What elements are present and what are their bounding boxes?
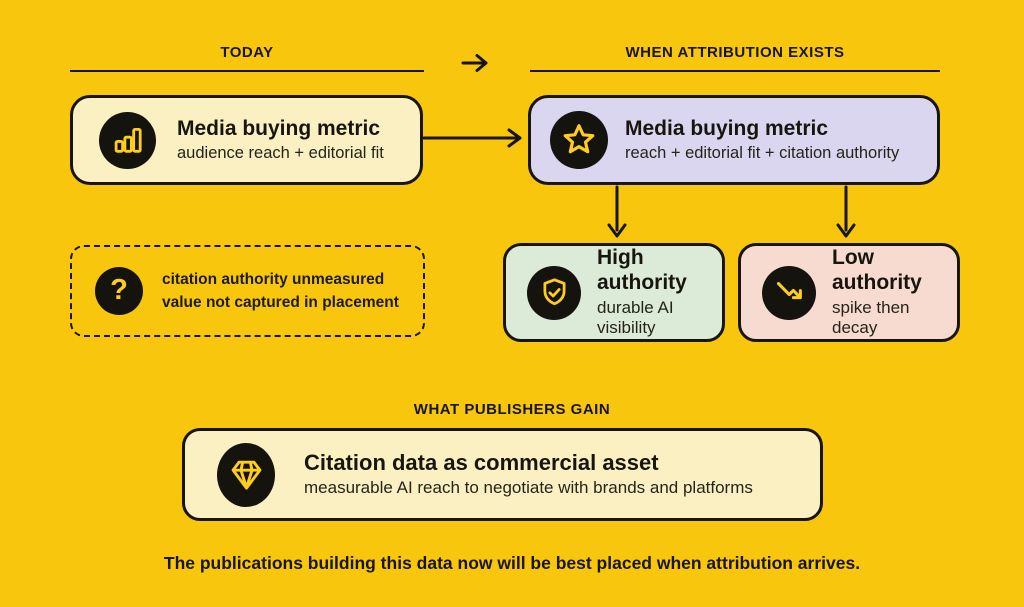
- card-title: Media buying metric: [625, 116, 829, 140]
- star-icon: [550, 111, 608, 169]
- card-subtitle: audience reach + editorial fit: [177, 143, 384, 162]
- card-subtitle: reach + editorial fit + citation authori…: [625, 143, 900, 162]
- unmeasured-line-1: citation authority unmeasured: [162, 270, 385, 288]
- question-mark-icon: ?: [95, 267, 143, 315]
- card-subtitle: measurable AI reach to negotiate with br…: [304, 478, 753, 498]
- card-title: Citation data as commercial asset: [304, 450, 659, 476]
- today-heading-rule: [70, 70, 424, 72]
- attribution-heading: WHEN ATTRIBUTION EXISTS: [625, 44, 845, 61]
- low-authority-card: Low authority spike then decay: [738, 243, 960, 342]
- arrow-media-to-media: [422, 128, 522, 148]
- bar-chart-icon: [99, 111, 156, 169]
- arrow-today-to-attribution: [461, 54, 488, 72]
- high-authority-card: High authority durable AI visibility: [503, 243, 725, 342]
- card-title: Low authority: [832, 246, 922, 294]
- unmeasured-line-2: value not captured in placement: [162, 294, 399, 311]
- today-heading: TODAY: [220, 44, 274, 61]
- diamond-icon: [217, 442, 275, 507]
- attribution-heading-rule: [530, 70, 940, 72]
- card-subtitle: durable AI visibility: [597, 297, 674, 338]
- citation-authority-unmeasured-card: ? citation authority unmeasured value no…: [70, 245, 425, 337]
- media-buying-metric-today-card: Media buying metric audience reach + edi…: [70, 95, 423, 185]
- publishers-gain-heading: WHAT PUBLISHERS GAIN: [413, 401, 611, 418]
- citation-data-commercial-asset-card: Citation data as commercial asset measur…: [182, 428, 823, 521]
- media-buying-metric-attribution-card: Media buying metric reach + editorial fi…: [528, 95, 940, 185]
- card-title: Media buying metric: [177, 116, 381, 140]
- footer-caption: The publications building this data now …: [163, 553, 861, 573]
- card-subtitle: spike then decay: [832, 297, 910, 338]
- arrow-to-low-authority: [836, 185, 856, 238]
- shield-check-icon: [527, 265, 581, 320]
- arrow-to-high-authority: [607, 185, 627, 238]
- card-title: High authority: [597, 246, 687, 294]
- trend-down-icon: [762, 265, 816, 320]
